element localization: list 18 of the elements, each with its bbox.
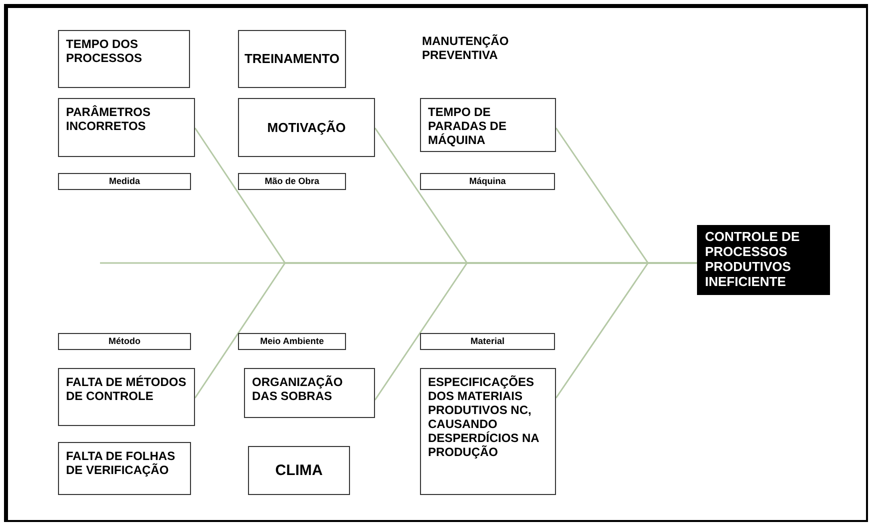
- cause-box: ORGANIZAÇÃO DAS SOBRAS: [244, 368, 375, 418]
- category-label: Material: [420, 333, 555, 350]
- cause-box: TREINAMENTO: [238, 30, 346, 88]
- bone-line: [555, 262, 697, 398]
- category-label: Máquina: [420, 173, 555, 190]
- cause-box: MOTIVAÇÃO: [238, 98, 375, 157]
- category-label: Mão de Obra: [238, 173, 346, 190]
- cause-box: TEMPO DOS PROCESSOS: [58, 30, 190, 88]
- cause-box: FALTA DE MÉTODOS DE CONTROLE: [58, 368, 195, 426]
- effect-box: CONTROLE DE PROCESSOS PRODUTIVOS INEFICIENTE: [697, 225, 830, 295]
- category-label: Método: [58, 333, 191, 350]
- cause-box: CLIMA: [248, 446, 350, 495]
- category-label: Meio Ambiente: [238, 333, 346, 350]
- category-label: Medida: [58, 173, 191, 190]
- cause-box: ESPECIFICAÇÕES DOS MATERIAIS PRODUTIVOS NC, CAUSANDO DESPERDÍCIOS NA PRODUÇÃO: [420, 368, 556, 495]
- cause-box: TEMPO DE PARADAS DE MÁQUINA: [420, 98, 556, 152]
- cause-box: PARÂMETROS INCORRETOS: [58, 98, 195, 157]
- cause-box: FALTA DE FOLHAS DE VERIFICAÇÃO: [58, 442, 191, 495]
